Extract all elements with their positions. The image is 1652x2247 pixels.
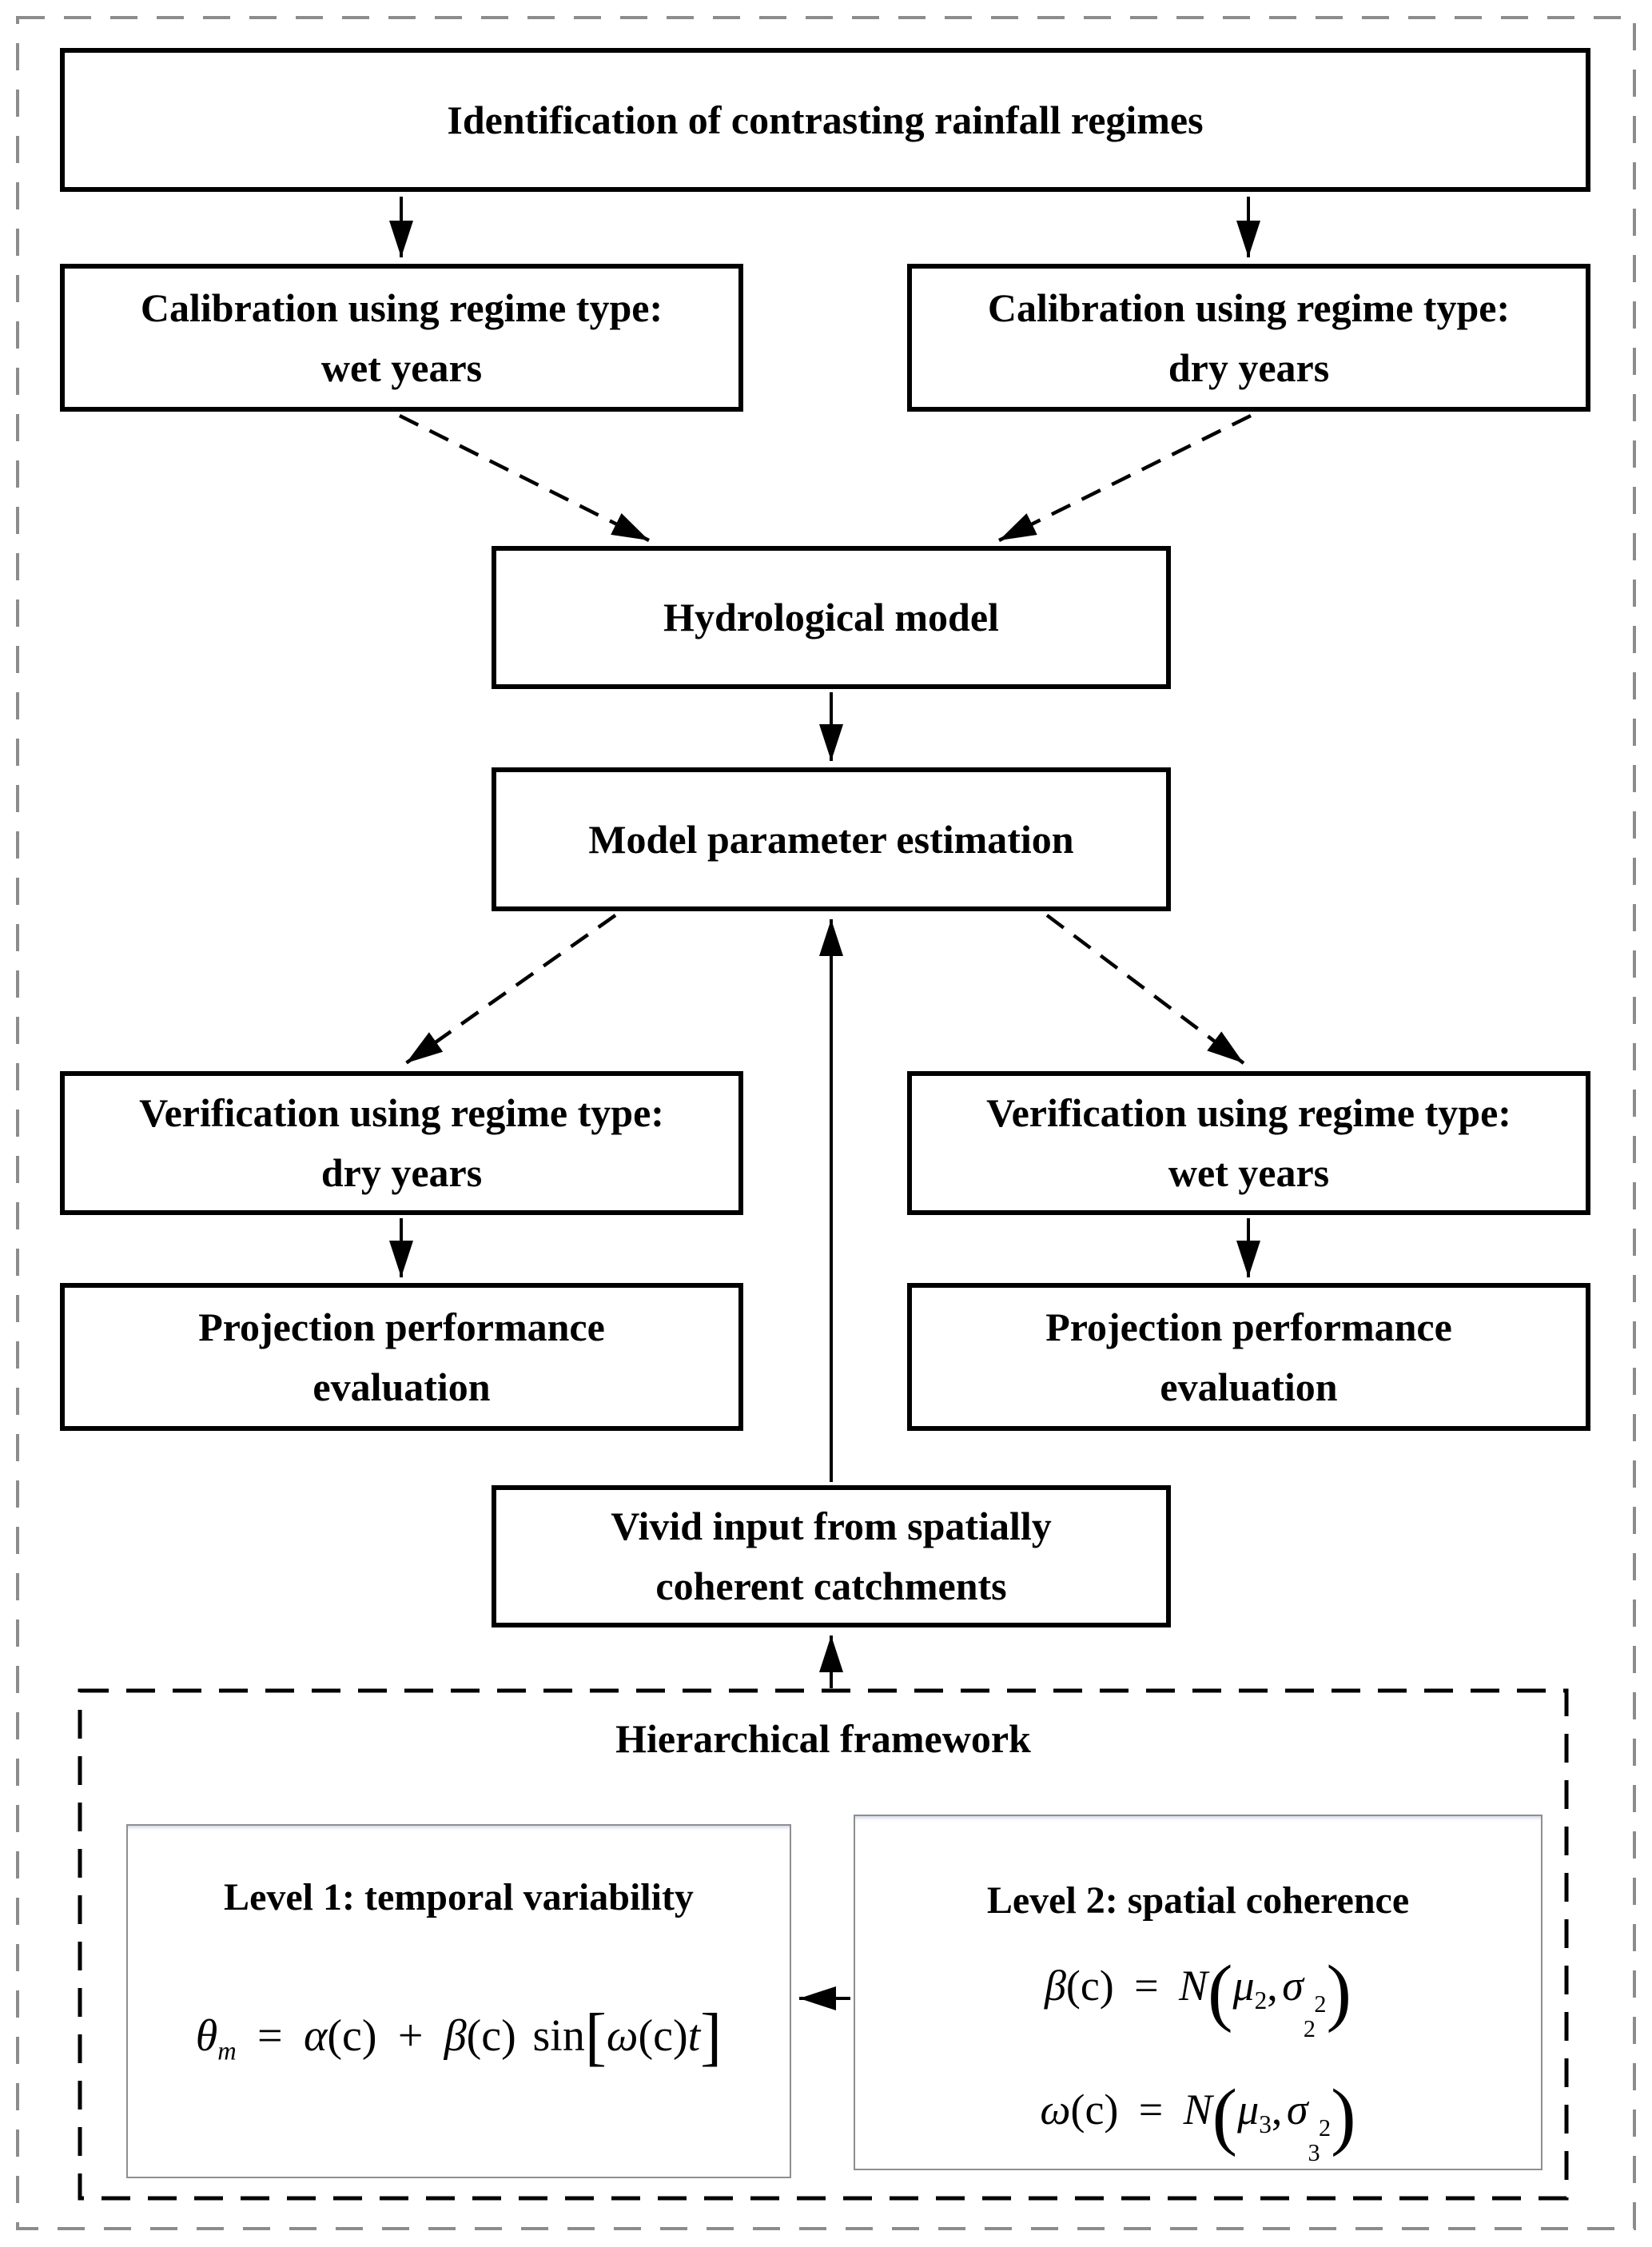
hierarchical-framework-title: Hierarchical framework xyxy=(615,1716,1031,1761)
beta-argument: (c) xyxy=(466,2011,516,2061)
beta-symbol: β xyxy=(1044,1962,1066,2010)
dashed-arrow-calibration-wet-to-hydrological xyxy=(398,413,651,543)
box-projection-evaluation-left: Projection performance evaluation xyxy=(60,1283,743,1431)
box-identification-label: Identification of contrasting rainfall r… xyxy=(447,97,1204,142)
dashed-arrow-parameter-to-verification-wet xyxy=(1045,914,1245,1065)
box-calibration-wet: Calibration using regime type: wet years xyxy=(60,264,743,412)
mu-symbol: μ xyxy=(1232,1962,1255,2010)
box-verification-dry-line1: Verification using regime type: xyxy=(139,1090,664,1135)
box-level2-spatial-coherence: Level 2: spatial coherence β(c) = N(μ2,σ… xyxy=(854,1815,1543,2170)
box-projection-right-line2: evaluation xyxy=(1160,1364,1338,1409)
box-calibration-dry-line1: Calibration using regime type: xyxy=(987,285,1511,330)
close-paren: ) xyxy=(1331,2074,1356,2157)
alpha-argument: (c) xyxy=(327,2011,377,2061)
box-model-parameter-estimation-label: Model parameter estimation xyxy=(588,816,1074,862)
equals-sign: = xyxy=(257,2011,283,2061)
omega-symbol: ω xyxy=(1040,2085,1071,2133)
time-variable: t xyxy=(687,2011,701,2061)
sigma-symbol: σ xyxy=(1286,2085,1308,2133)
sigma-superscript: 2 xyxy=(1319,2114,1332,2141)
sigma-superscript: 2 xyxy=(1314,1990,1327,2018)
dashed-arrow-parameter-to-verification-dry xyxy=(404,914,617,1065)
box-hydrological-model-label: Hydrological model xyxy=(663,595,999,639)
box-verification-wet-line2: wet years xyxy=(1168,1150,1330,1195)
box-model-parameter-estimation: Model parameter estimation xyxy=(492,767,1171,911)
box-vivid-input-line2: coherent catchments xyxy=(655,1564,1007,1608)
box-hydrological-model: Hydrological model xyxy=(492,546,1171,689)
plus-sign: + xyxy=(397,2011,424,2061)
open-bracket: [ xyxy=(584,2000,607,2073)
omega-symbol: ω xyxy=(606,2011,639,2061)
box-calibration-dry-line2: dry years xyxy=(1168,345,1330,390)
level2-title: Level 2: spatial coherence xyxy=(986,1879,1410,1922)
mu-symbol: μ xyxy=(1237,2085,1260,2133)
box-calibration-wet-line2: wet years xyxy=(320,345,483,390)
box-verification-wet: Verification using regime type: wet year… xyxy=(907,1071,1590,1215)
open-paren: ( xyxy=(1208,1950,1233,2034)
theta-symbol: θ xyxy=(195,2011,218,2061)
open-paren: ( xyxy=(1212,2074,1238,2157)
box-verification-dry-line2: dry years xyxy=(320,1150,483,1195)
alpha-symbol: α xyxy=(303,2011,328,2061)
sin-function: sin xyxy=(532,2011,585,2061)
dashed-arrow-calibration-dry-to-hydrological xyxy=(998,413,1252,543)
sigma-symbol: σ xyxy=(1282,1962,1304,2010)
beta-argument: (c) xyxy=(1065,1962,1114,2010)
normal-distribution-symbol: N xyxy=(1179,1962,1208,2010)
equals-sign: = xyxy=(1134,1962,1159,2010)
level1-formula: θm = α(c) + β(c) sin[ω(c)t] xyxy=(195,2004,722,2069)
box-projection-left-line2: evaluation xyxy=(312,1364,491,1409)
comma: , xyxy=(1271,2085,1283,2133)
box-vivid-input: Vivid input from spatially coherent catc… xyxy=(492,1485,1171,1627)
omega-argument: (c) xyxy=(638,2011,688,2061)
sigma-subscript: 3 xyxy=(1308,2138,1320,2166)
theta-subscript: m xyxy=(217,2037,237,2066)
box-projection-right-line1: Projection performance xyxy=(1045,1304,1452,1349)
mu-subscript: 2 xyxy=(1254,1986,1268,2014)
box-identification: Identification of contrasting rainfall r… xyxy=(60,48,1590,192)
box-projection-left-line1: Projection performance xyxy=(198,1304,605,1349)
equals-sign: = xyxy=(1138,2085,1164,2133)
normal-distribution-symbol: N xyxy=(1183,2085,1212,2133)
omega-argument: (c) xyxy=(1070,2085,1119,2133)
box-verification-wet-line1: Verification using regime type: xyxy=(986,1090,1511,1135)
sigma-subscript: 2 xyxy=(1303,2014,1316,2042)
box-verification-dry: Verification using regime type: dry year… xyxy=(60,1071,743,1215)
box-calibration-wet-line1: Calibration using regime type: xyxy=(140,285,663,330)
comma: , xyxy=(1267,1962,1278,2010)
close-bracket: ] xyxy=(700,2000,723,2073)
box-projection-evaluation-right: Projection performance evaluation xyxy=(907,1283,1590,1431)
box-calibration-dry: Calibration using regime type: dry years xyxy=(907,264,1590,412)
close-paren: ) xyxy=(1326,1950,1352,2034)
beta-symbol: β xyxy=(444,2011,467,2061)
box-level1-temporal-variability: Level 1: temporal variability θm = α(c) … xyxy=(126,1824,791,2178)
level1-title: Level 1: temporal variability xyxy=(224,1876,694,1918)
mu-subscript: 3 xyxy=(1259,2110,1272,2138)
box-vivid-input-line1: Vivid input from spatially xyxy=(611,1504,1052,1548)
